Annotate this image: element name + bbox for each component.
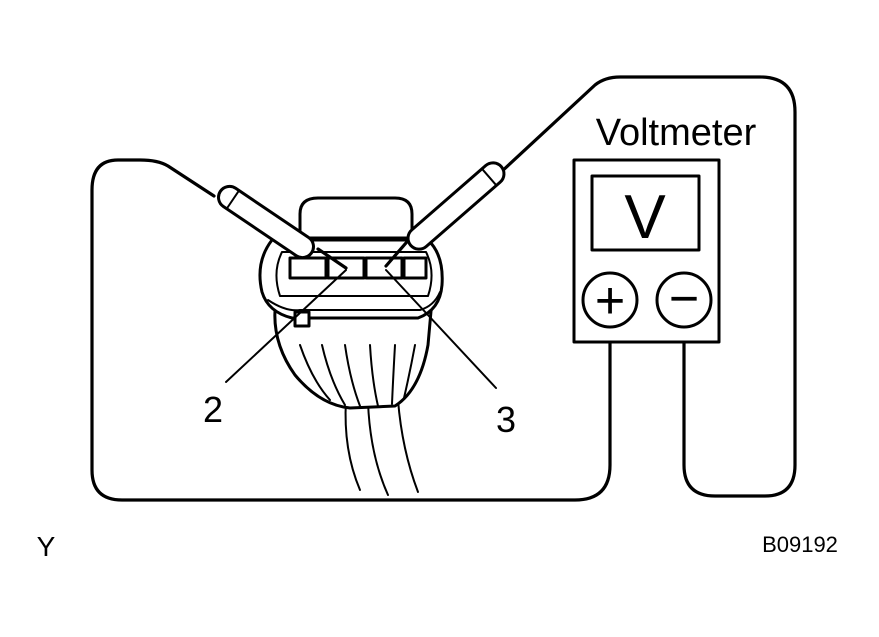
probe-right [384, 161, 506, 268]
connector [258, 196, 444, 496]
leader-line-2 [225, 269, 347, 383]
minus-terminal [655, 271, 713, 329]
terminal-label-3: 3 [496, 399, 516, 440]
wire-positive [90, 158, 612, 502]
leader-line-3 [385, 269, 497, 389]
plus-terminal [581, 271, 639, 329]
terminal-label-2: 2 [203, 389, 223, 430]
terminal-cavity-1 [288, 256, 328, 280]
figure-code: B09192 [762, 532, 838, 557]
meter-label: Voltmeter [596, 112, 757, 154]
terminal-cavity-4 [402, 256, 428, 280]
wire-negative [498, 75, 797, 498]
voltmeter [572, 158, 721, 344]
corner-letter: Y [37, 531, 56, 562]
terminal-cavity-3 [364, 256, 404, 280]
plus-symbol: + [595, 272, 625, 330]
minus-symbol: − [669, 270, 699, 328]
probe-left [217, 184, 348, 270]
meter-display-text: V [624, 183, 666, 252]
meter-display [590, 174, 701, 252]
